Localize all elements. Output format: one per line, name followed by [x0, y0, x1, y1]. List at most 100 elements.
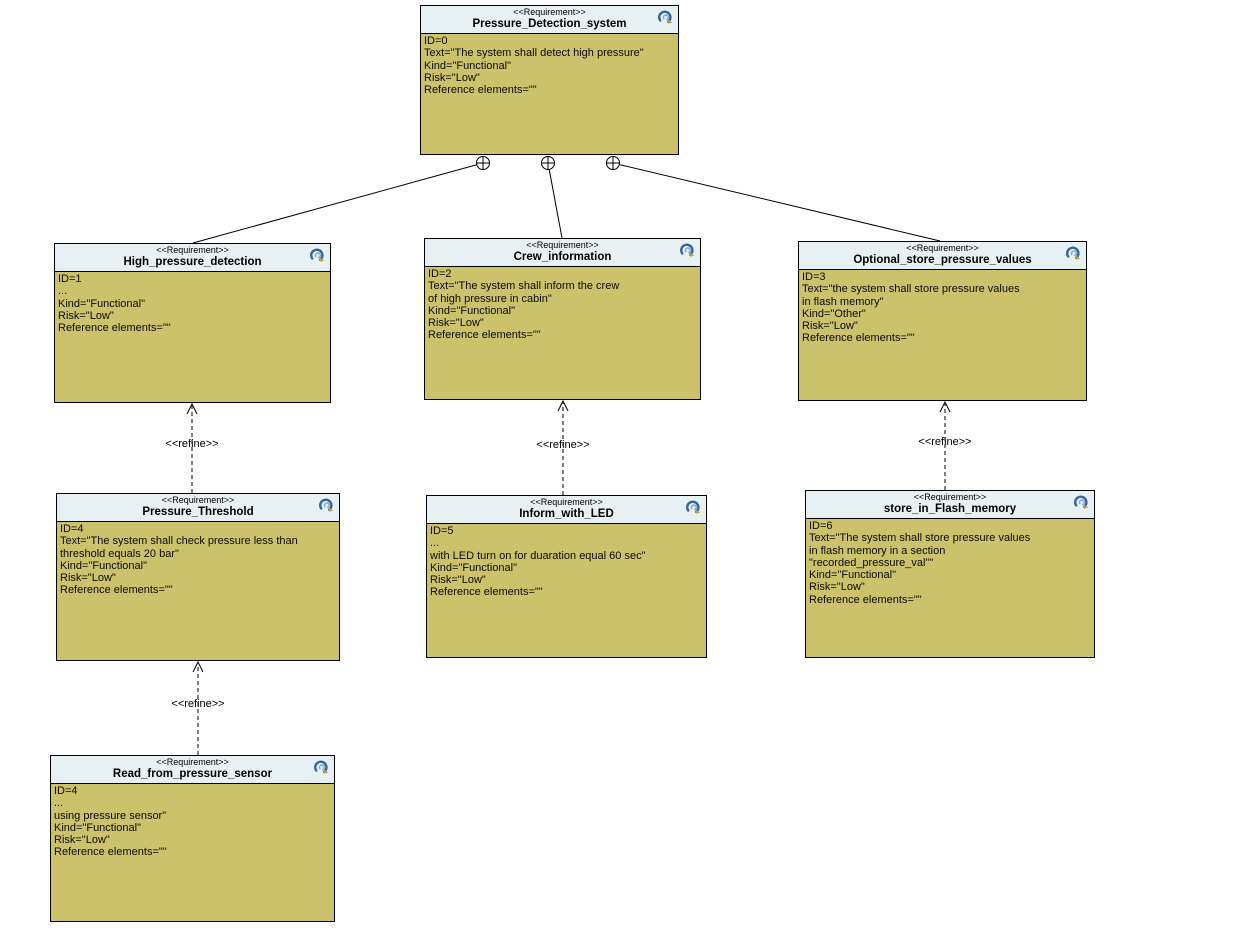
- requirement-header: <<Requirement>>High_pressure_detection: [55, 244, 330, 272]
- attribute-line: in flash memory": [802, 295, 884, 308]
- requirement-header: <<Requirement>>Read_from_pressure_sensor: [51, 756, 334, 784]
- requirement-name: store_in_Flash_memory: [883, 503, 1017, 515]
- refine-connector[interactable]: <<refine>>: [918, 400, 972, 490]
- containment-anchor-icon: [476, 156, 490, 170]
- requirement-box-read-from-pressure-sensor[interactable]: <<Requirement>>Read_from_pressure_sensor…: [50, 755, 335, 922]
- attribute-line: ID=4: [54, 785, 78, 797]
- requirement-body: ID=5...with LED turn on for duaration eq…: [427, 524, 706, 599]
- attribute-line: ID=0: [424, 35, 448, 47]
- attribute-line: ID=2: [428, 268, 452, 280]
- attribute-line: Risk="Low": [54, 834, 110, 847]
- attribute-line: Risk="Low": [802, 320, 858, 333]
- attribute-line: Risk="Low": [60, 572, 116, 585]
- attribute-line: ...: [58, 285, 68, 298]
- attribute-line: Reference elements="": [809, 593, 922, 606]
- requirement-name: High_pressure_detection: [123, 256, 262, 268]
- requirement-box-optional-store-pressure-values[interactable]: <<Requirement>>Optional_store_pressure_v…: [798, 241, 1087, 401]
- attribute-line: Text="the system shall store pressure va…: [802, 283, 1020, 296]
- stereotype-label: <<Requirement>>: [526, 240, 599, 250]
- attribute-line: Text="The system shall inform the crew: [428, 280, 620, 293]
- attribute-line: Reference elements="": [58, 322, 171, 335]
- attribute-line: Kind="Functional": [58, 297, 146, 310]
- requirement-box-pressure-detection-system[interactable]: <<Requirement>>Pressure_Detection_system…: [420, 5, 679, 155]
- attribute-line: Reference elements="": [60, 584, 173, 597]
- attribute-line: Risk="Low": [428, 317, 484, 330]
- attribute-line: Risk="Low": [424, 71, 480, 84]
- stereotype-label: <<Requirement>>: [913, 492, 987, 502]
- attribute-line: ID=3: [802, 271, 826, 283]
- attribute-line: with LED turn on for duaration equal 60 …: [430, 549, 646, 562]
- requirement-icon: [309, 247, 326, 264]
- attribute-line: Text="The system shall check pressure le…: [60, 535, 298, 548]
- attribute-line: Kind="Functional": [809, 569, 897, 582]
- attribute-line: Kind="Other": [802, 307, 866, 320]
- attribute-line: Reference elements="": [424, 84, 537, 97]
- attribute-line: threshold equals 20 bar": [60, 547, 179, 560]
- stereotype-label: <<Requirement>>: [161, 495, 235, 505]
- requirement-name: Optional_store_pressure_values: [853, 254, 1032, 266]
- stereotype-label: <<Requirement>>: [156, 757, 229, 767]
- requirement-header: <<Requirement>>store_in_Flash_memory: [806, 491, 1094, 519]
- requirement-icon: [679, 242, 696, 259]
- containment-anchor-icon: [541, 156, 555, 170]
- attribute-line: Kind="Functional": [54, 821, 142, 834]
- attribute-line: ID=1: [58, 273, 82, 285]
- attribute-line: ID=6: [809, 520, 833, 532]
- requirement-header: <<Requirement>>Pressure_Detection_system: [421, 6, 678, 34]
- attribute-line: of high pressure in cabin": [428, 292, 552, 305]
- attribute-line: "recorded_pressure_val"": [809, 556, 934, 569]
- refine-connector[interactable]: <<refine>>: [171, 660, 225, 755]
- attribute-line: Risk="Low": [430, 574, 486, 587]
- requirement-icon: [1065, 245, 1082, 262]
- stereotype-label: <<Requirement>>: [906, 243, 979, 253]
- requirement-header: <<Requirement>>Pressure_Threshold: [57, 494, 339, 522]
- attribute-line: ID=5: [430, 525, 454, 537]
- requirement-header: <<Requirement>>Inform_with_LED: [427, 496, 706, 524]
- attribute-line: Reference elements="": [430, 586, 543, 599]
- attribute-line: ID=4: [60, 523, 84, 535]
- attribute-line: Reference elements="": [54, 846, 167, 859]
- refine-label: <<refine>>: [536, 439, 589, 451]
- refine-label: <<refine>>: [171, 698, 224, 710]
- requirement-name: Pressure_Detection_system: [472, 18, 627, 30]
- attribute-line: in flash memory in a section: [809, 544, 946, 557]
- attribute-line: Kind="Functional": [428, 304, 516, 317]
- attribute-line: ...: [430, 537, 440, 550]
- attribute-line: ...: [54, 797, 64, 810]
- refine-connector[interactable]: <<refine>>: [165, 402, 219, 493]
- requirement-icon: [657, 9, 674, 26]
- containment-connector[interactable]: [606, 156, 941, 242]
- attribute-line: Risk="Low": [58, 309, 114, 322]
- requirement-icon: [1073, 494, 1090, 511]
- stereotype-label: <<Requirement>>: [530, 497, 603, 507]
- requirement-icon: [313, 759, 330, 776]
- requirement-icon: [685, 499, 702, 516]
- requirement-name: Read_from_pressure_sensor: [112, 768, 273, 780]
- refine-connector[interactable]: <<refine>>: [536, 399, 590, 495]
- stereotype-label: <<Requirement>>: [156, 245, 229, 255]
- attribute-line: using pressure sensor": [54, 809, 167, 822]
- requirement-name: Crew_information: [513, 251, 612, 263]
- attribute-line: Reference elements="": [802, 332, 915, 345]
- refine-label: <<refine>>: [918, 436, 971, 448]
- containment-connector[interactable]: [192, 156, 490, 244]
- attribute-line: Kind="Functional": [430, 561, 518, 574]
- containment-anchor-icon: [606, 156, 620, 170]
- requirement-body: ID=4...using pressure sensor"Kind="Funct…: [51, 784, 334, 859]
- requirement-header: <<Requirement>>Crew_information: [425, 239, 700, 267]
- attribute-line: Text="The system shall detect high press…: [424, 47, 644, 60]
- attribute-line: Kind="Functional": [424, 59, 512, 72]
- requirement-name: Inform_with_LED: [519, 508, 614, 520]
- containment-connector[interactable]: [541, 156, 563, 239]
- requirement-icon: [318, 497, 335, 514]
